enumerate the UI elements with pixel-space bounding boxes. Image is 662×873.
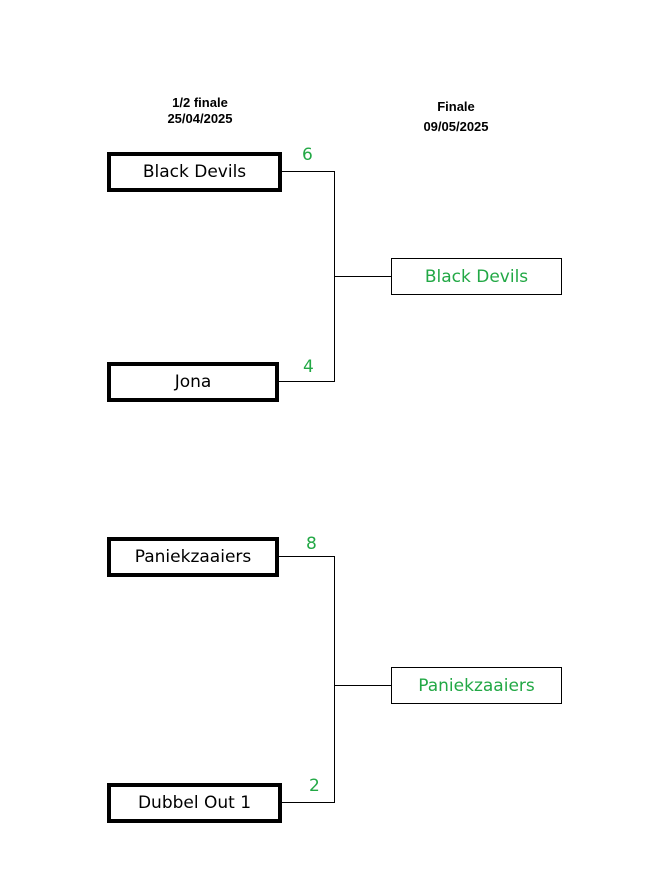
match-1-score-bottom: 4 [303, 357, 314, 377]
match-2-score-top: 8 [306, 534, 317, 554]
match-2-connector-to-final [334, 685, 391, 686]
match-1-connector-top [282, 171, 335, 172]
match-1-score-top: 6 [302, 145, 313, 165]
match-2-score-bottom: 2 [309, 776, 320, 796]
match-2-connector-bottom [282, 802, 335, 803]
match-2-connector-vertical [334, 556, 335, 803]
final-date: 09/05/2025 [423, 119, 489, 134]
match-1-team-top: Black Devils [107, 152, 282, 192]
match-2-team-bottom-name: Dubbel Out 1 [137, 793, 252, 813]
match-1-connector-bottom [279, 381, 335, 382]
final-slot-1-name: Black Devils [424, 266, 529, 287]
semifinal-header: 1/2 finale 25/04/2025 [140, 95, 260, 127]
match-1-team-top-name: Black Devils [142, 162, 247, 182]
match-2-team-bottom: Dubbel Out 1 [107, 783, 282, 823]
match-2-team-top: Paniekzaaiers [107, 537, 279, 577]
match-1-connector-to-final [334, 276, 391, 277]
semifinal-title: 1/2 finale [172, 95, 228, 110]
final-slot-1: Black Devils [391, 258, 562, 295]
match-1-team-bottom-name: Jona [174, 372, 212, 392]
match-2-team-top-name: Paniekzaaiers [134, 547, 252, 567]
final-header: Finale 09/05/2025 [396, 97, 516, 137]
match-1-team-bottom: Jona [107, 362, 279, 402]
final-slot-2: Paniekzaaiers [391, 667, 562, 704]
final-slot-2-name: Paniekzaaiers [418, 675, 535, 696]
semifinal-date: 25/04/2025 [167, 111, 233, 126]
match-2-connector-top [279, 556, 335, 557]
final-title: Finale [437, 99, 475, 114]
